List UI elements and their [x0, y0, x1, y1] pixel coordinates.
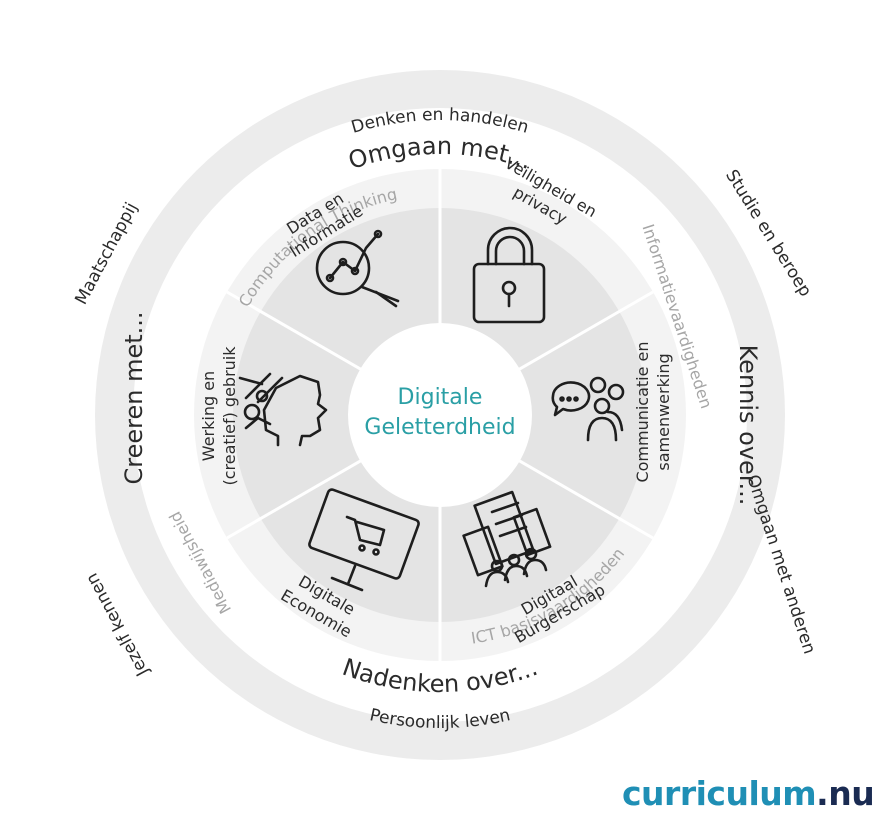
segment-communicatie-line2: samenwerking: [654, 353, 673, 470]
center-label-line1: Digitale: [398, 385, 483, 410]
outer-ring-gaps: [50, 57, 830, 773]
segment-communicatie-line1: Communicatie en: [633, 341, 652, 482]
middle-label-right: Kennis over...: [734, 345, 762, 506]
magnifier-chart-icon: [315, 229, 400, 308]
center-circle: [348, 323, 532, 507]
curriculum-logo: curriculum.nu: [622, 774, 875, 813]
segment-werking-line1: Werking en: [199, 371, 218, 461]
chat-people-icon: [551, 376, 625, 442]
segment-communicatie: Communicatie en samenwerking: [633, 341, 673, 482]
segment-werking: Werking en (creatief) gebruik: [199, 346, 239, 486]
middle-label-left: Creeren met...: [120, 311, 148, 484]
segment-werking-line2: (creatief) gebruik: [220, 346, 239, 486]
monitor-cart-icon: [308, 488, 420, 592]
padlock-icon: [472, 226, 546, 324]
buildings-people-icon: [462, 490, 552, 588]
brain-gears-icon: [238, 372, 328, 447]
logo-text-suffix: .nu: [816, 774, 875, 813]
center-label-line2: Geletterdheid: [364, 415, 515, 440]
logo-text-main: curriculum: [622, 774, 817, 813]
